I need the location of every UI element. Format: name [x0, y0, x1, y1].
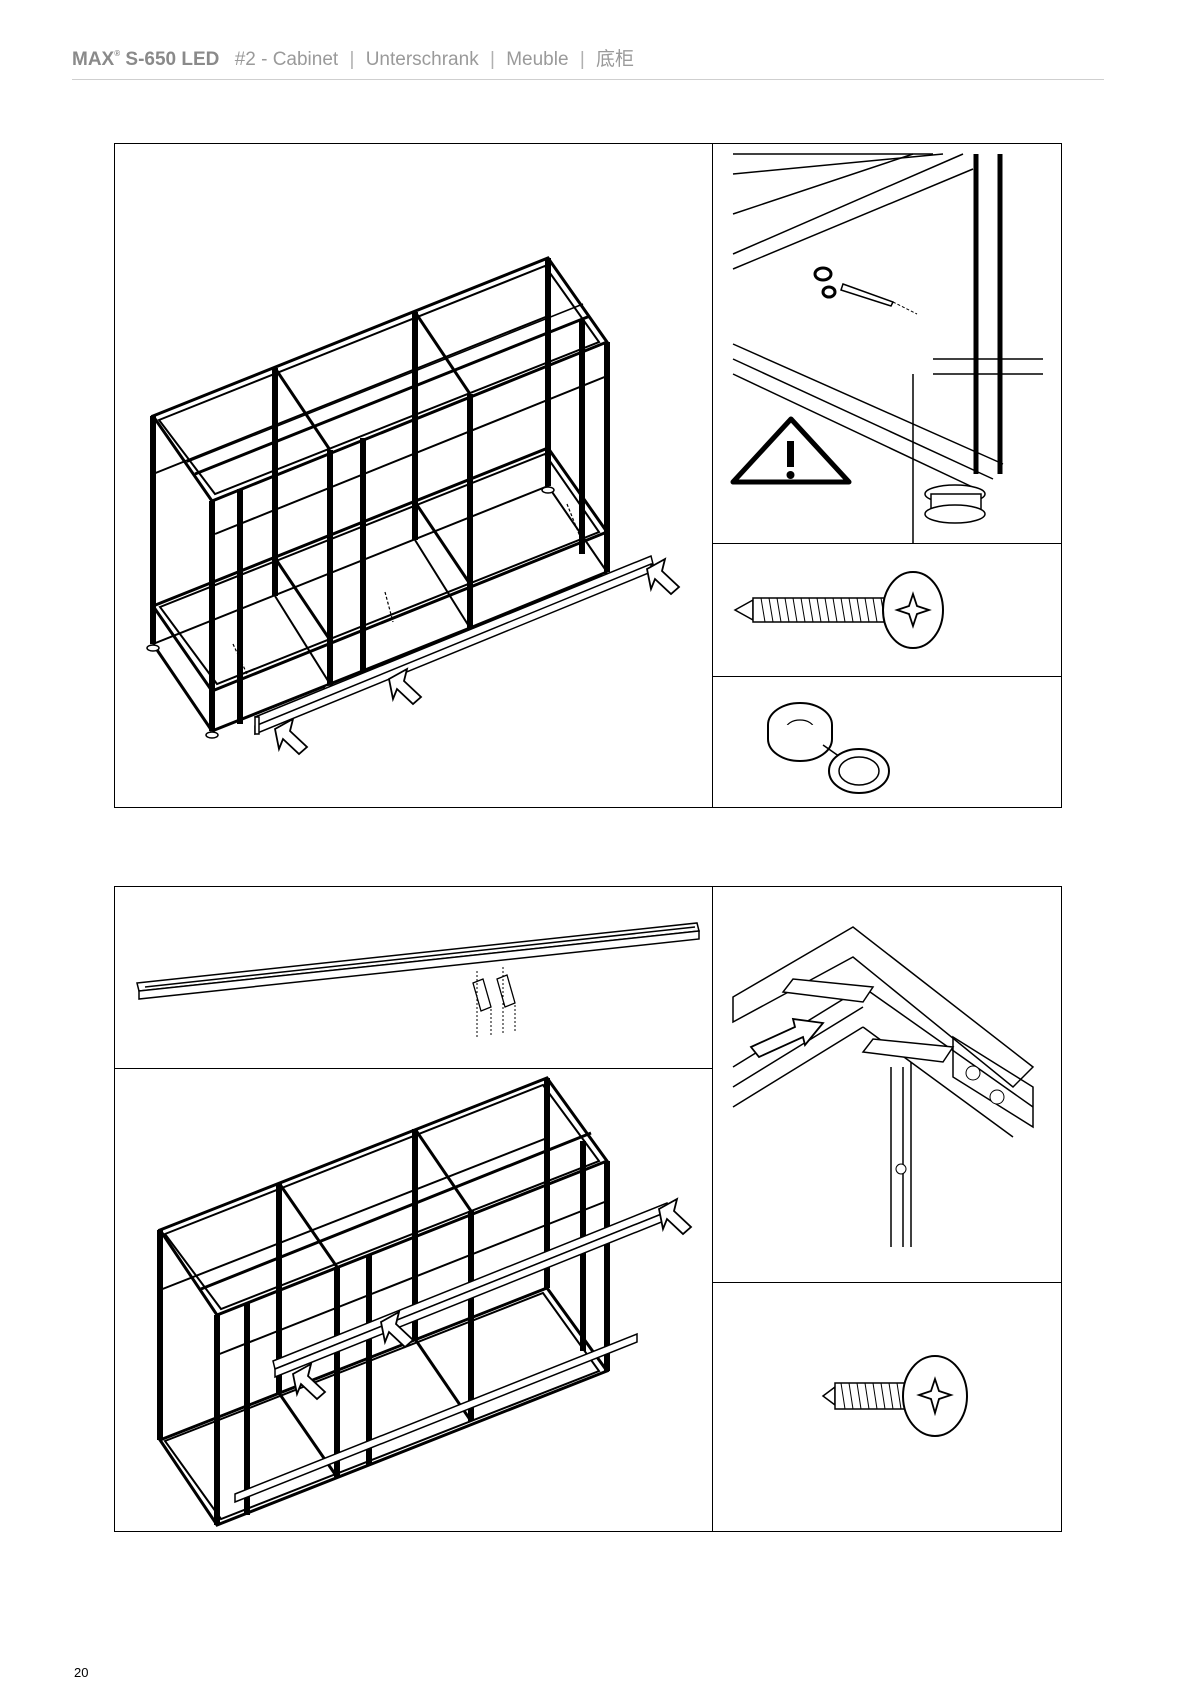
screw-part-cell-b	[713, 1283, 1062, 1532]
cover-cap-drawing	[713, 677, 1062, 807]
screw-detail-drawing	[713, 144, 1062, 544]
page-number: 20	[74, 1665, 88, 1680]
assembly-step-a-panel	[114, 143, 1062, 808]
cabinet-frame-drawing-b	[115, 1069, 712, 1532]
cabinet-frame-drawing	[115, 144, 712, 807]
step-title: #2 - Cabinet	[235, 49, 339, 70]
corner-bracket-drawing	[713, 887, 1062, 1283]
rail-hinge-cell	[115, 887, 713, 1069]
section-de: Unterschrank	[366, 49, 479, 70]
rail-hinge-drawing	[115, 887, 712, 1069]
screw-part-cell	[713, 544, 1062, 677]
warning-triangle-icon	[733, 419, 849, 482]
screw-part-drawing	[713, 544, 1062, 677]
outline-arrow-icon	[275, 559, 679, 754]
warning-detail-cell	[713, 144, 1062, 544]
screw-part-drawing-b	[713, 1283, 1062, 1532]
header-rule	[72, 79, 1104, 80]
assembly-step-b-panel	[114, 886, 1062, 1532]
separator: |	[580, 49, 585, 70]
cover-cap-cell	[713, 677, 1062, 807]
brand-name: MAX® S-650 LED	[72, 49, 219, 70]
frame-illustration-b	[115, 1069, 713, 1532]
section-fr: Meuble	[506, 49, 568, 70]
page-header: MAX® S-650 LED #2 - Cabinet | Unterschra…	[72, 44, 634, 71]
section-zh: 底柜	[596, 49, 634, 70]
frame-illustration-a	[115, 144, 713, 807]
separator: |	[490, 49, 495, 70]
separator: |	[349, 49, 354, 70]
corner-detail-cell	[713, 887, 1062, 1283]
